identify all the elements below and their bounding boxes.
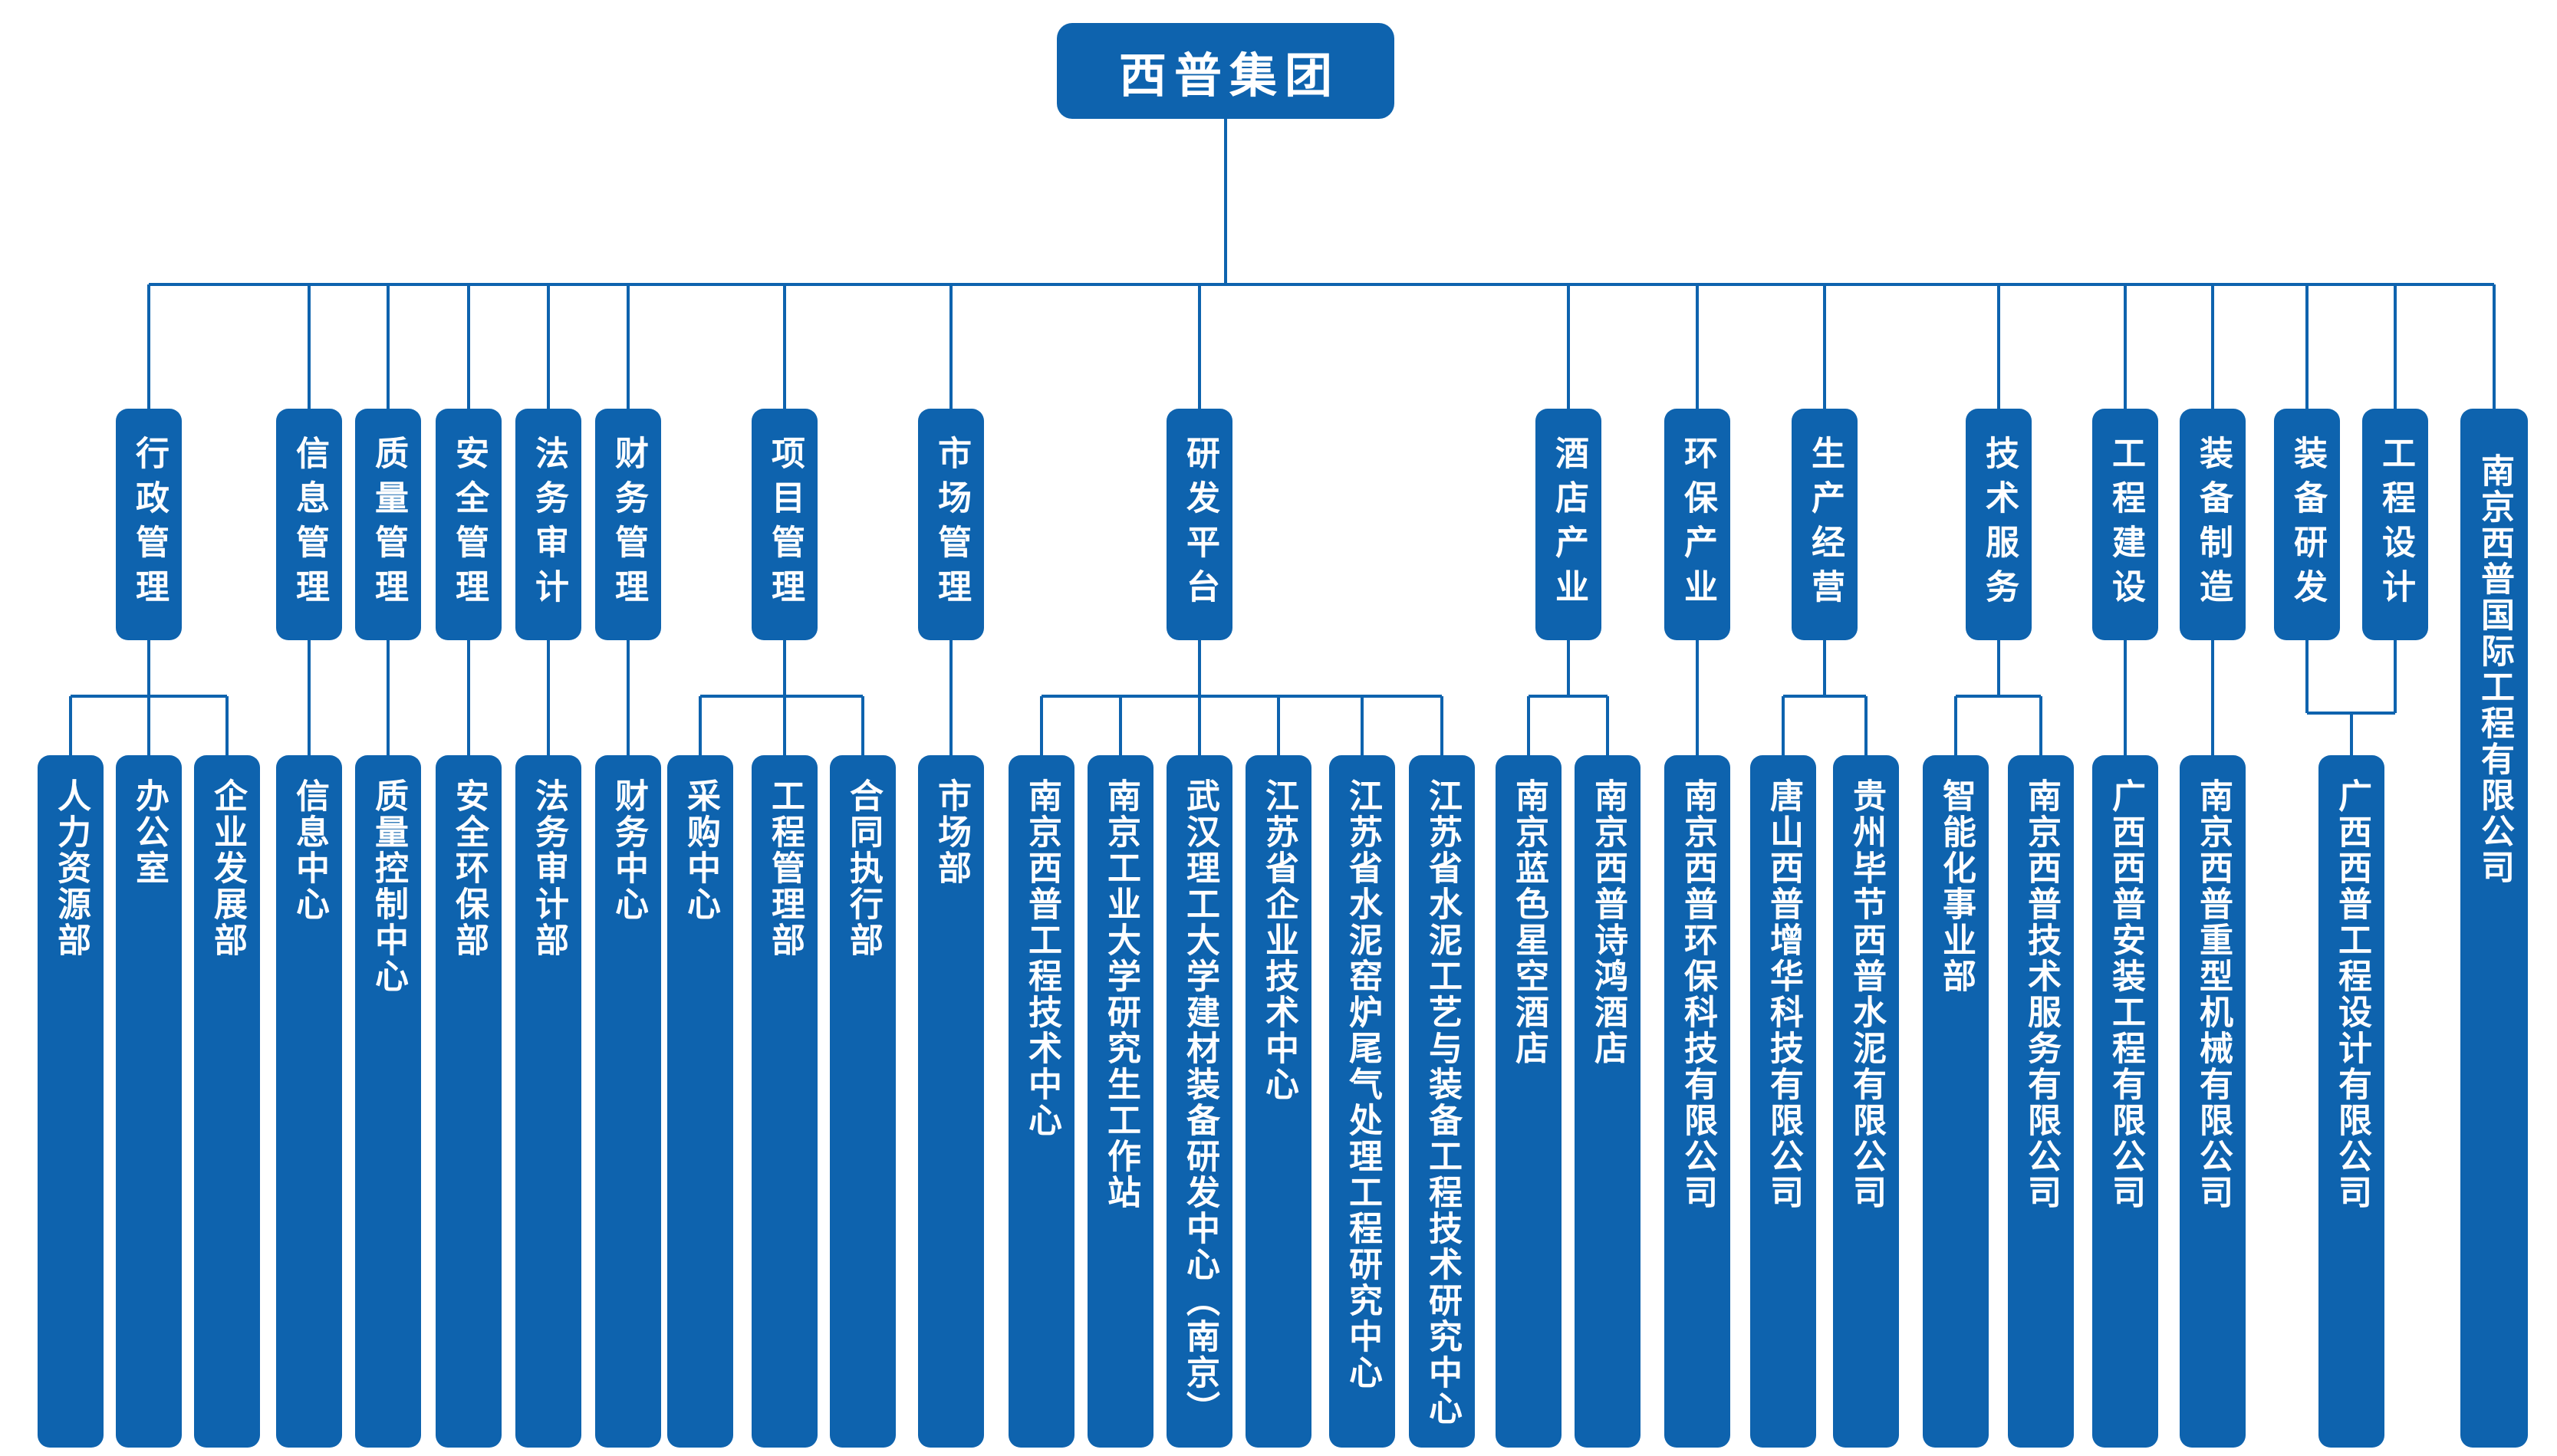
org-node-dept-label: 合同执行部 [844,778,883,958]
org-node-group: 生产经营 [1792,409,1858,640]
org-node-group-label: 安全管理 [449,435,489,613]
org-node-group-label: 行政管理 [130,435,169,613]
org-node-dept: 江苏省企业技术中心 [1246,755,1311,1448]
org-node-dept: 法务审计部 [515,755,581,1448]
org-node-dept-label: 信息中心 [290,778,329,922]
org-node-group: 研发平台 [1167,409,1232,640]
org-node-dept: 武汉理工大学建材装备研发中心（南京） [1167,755,1232,1448]
org-node-dept-label: 质量控制中心 [369,778,408,994]
org-node-dept-label: 贵州毕节西普水泥有限公司 [1847,778,1886,1211]
org-node-group: 装备研发 [2274,409,2340,640]
org-node-dept: 财务中心 [595,755,661,1448]
org-node-dept-label: 江苏省水泥窑炉尾气处理工程研究中心 [1343,778,1382,1391]
org-node-dept-label: 南京西普重型机械有限公司 [2193,778,2233,1211]
org-node-dept-label: 工程管理部 [765,778,805,958]
org-node-dept-label: 南京西普诗鸿酒店 [1588,778,1627,1067]
org-node-dept-label: 办公室 [130,778,169,886]
org-node-dept: 江苏省水泥窑炉尾气处理工程研究中心 [1329,755,1395,1448]
org-node-dept-label: 南京工业大学研究生工作站 [1101,778,1140,1211]
org-node-dept: 南京西普环保科技有限公司 [1664,755,1730,1448]
org-node-dept: 南京西普技术服务有限公司 [2008,755,2074,1448]
org-node-dept-label: 江苏省企业技术中心 [1259,778,1298,1103]
org-node-dept: 唐山西普增华科技有限公司 [1750,755,1816,1448]
org-node-dept: 工程管理部 [752,755,818,1448]
org-node-dept-label: 财务中心 [609,778,648,922]
org-node-group: 装备制造 [2180,409,2246,640]
org-node-dept-label: 南京西普工程技术中心 [1022,778,1061,1139]
org-node-company: 南京西普国际工程有限公司 [2460,409,2528,1448]
org-node-dept: 南京工业大学研究生工作站 [1088,755,1153,1448]
org-node-group-label: 装备制造 [2193,435,2233,613]
org-node-group-label: 生产经营 [1805,435,1845,613]
org-node-dept-label: 企业发展部 [208,778,247,958]
org-node-dept: 广西西普工程设计有限公司 [2318,755,2384,1448]
org-node-dept-label: 市场部 [932,778,971,886]
org-node-group: 工程建设 [2092,409,2158,640]
org-node-dept-label: 法务审计部 [529,778,568,958]
org-node-dept: 采购中心 [667,755,733,1448]
org-node-dept-label: 广西西普安装工程有限公司 [2106,778,2145,1211]
org-node-dept: 贵州毕节西普水泥有限公司 [1833,755,1899,1448]
org-node-dept: 安全环保部 [436,755,502,1448]
org-node-group: 行政管理 [116,409,182,640]
org-node-dept: 南京西普工程技术中心 [1009,755,1074,1448]
org-node-group: 法务审计 [515,409,581,640]
org-node-group-label: 信息管理 [290,435,329,613]
org-node-group-label: 法务审计 [529,435,568,613]
org-node-dept: 办公室 [116,755,182,1448]
org-node-group-label: 项目管理 [765,435,805,613]
org-node-dept-label: 人力资源部 [51,778,90,958]
org-node-group: 信息管理 [276,409,342,640]
org-node-dept: 信息中心 [276,755,342,1448]
org-node-dept: 合同执行部 [830,755,896,1448]
org-node-dept: 江苏省水泥工艺与装备工程技术研究中心 [1409,755,1475,1448]
org-node-group: 工程设计 [2362,409,2428,640]
org-node-dept: 市场部 [918,755,984,1448]
org-node-dept-label: 智能化事业部 [1937,778,1976,994]
org-node-group-label: 工程设计 [2376,435,2415,613]
org-node-dept-label: 武汉理工大学建材装备研发中心（南京） [1180,778,1219,1427]
org-node-group: 项目管理 [752,409,818,640]
org-node-group: 技术服务 [1966,409,2032,640]
org-node-dept: 质量控制中心 [355,755,421,1448]
org-node-group-label: 市场管理 [932,435,971,613]
org-node-group-label: 研发平台 [1180,435,1219,613]
org-node-dept: 南京蓝色星空酒店 [1496,755,1562,1448]
org-node-dept-label: 南京西普技术服务有限公司 [2022,778,2061,1211]
org-node-company-label: 南京西普国际工程有限公司 [2475,453,2514,886]
org-node-dept-label: 安全环保部 [449,778,489,958]
org-node-group: 市场管理 [918,409,984,640]
org-node-group-label: 酒店产业 [1549,435,1588,613]
org-node-dept-label: 南京蓝色星空酒店 [1509,778,1548,1067]
org-node-dept: 人力资源部 [38,755,104,1448]
org-node-dept: 智能化事业部 [1923,755,1989,1448]
org-node-root: 西普集团 [1057,23,1394,119]
org-node-dept-label: 南京西普环保科技有限公司 [1678,778,1717,1211]
org-node-dept: 南京西普诗鸿酒店 [1575,755,1640,1448]
org-node-group-label: 环保产业 [1678,435,1717,613]
org-node-group-label: 财务管理 [609,435,648,613]
org-node-group: 财务管理 [595,409,661,640]
org-node-dept: 企业发展部 [194,755,260,1448]
org-node-dept-label: 广西西普工程设计有限公司 [2332,778,2371,1211]
org-node-dept: 南京西普重型机械有限公司 [2180,755,2246,1448]
org-node-group: 环保产业 [1664,409,1730,640]
org-node-dept-label: 唐山西普增华科技有限公司 [1764,778,1803,1211]
org-node-root-label: 西普集团 [1118,47,1340,104]
org-node-group: 酒店产业 [1535,409,1601,640]
org-node-group: 安全管理 [436,409,502,640]
org-node-group: 质量管理 [355,409,421,640]
org-node-group-label: 装备研发 [2288,435,2327,613]
org-node-group-label: 技术服务 [1979,435,2019,613]
org-node-group-label: 质量管理 [369,435,408,613]
org-node-group-label: 工程建设 [2106,435,2145,613]
org-node-dept: 广西西普安装工程有限公司 [2092,755,2158,1448]
org-node-dept-label: 江苏省水泥工艺与装备工程技术研究中心 [1423,778,1462,1427]
org-node-dept-label: 采购中心 [681,778,720,922]
